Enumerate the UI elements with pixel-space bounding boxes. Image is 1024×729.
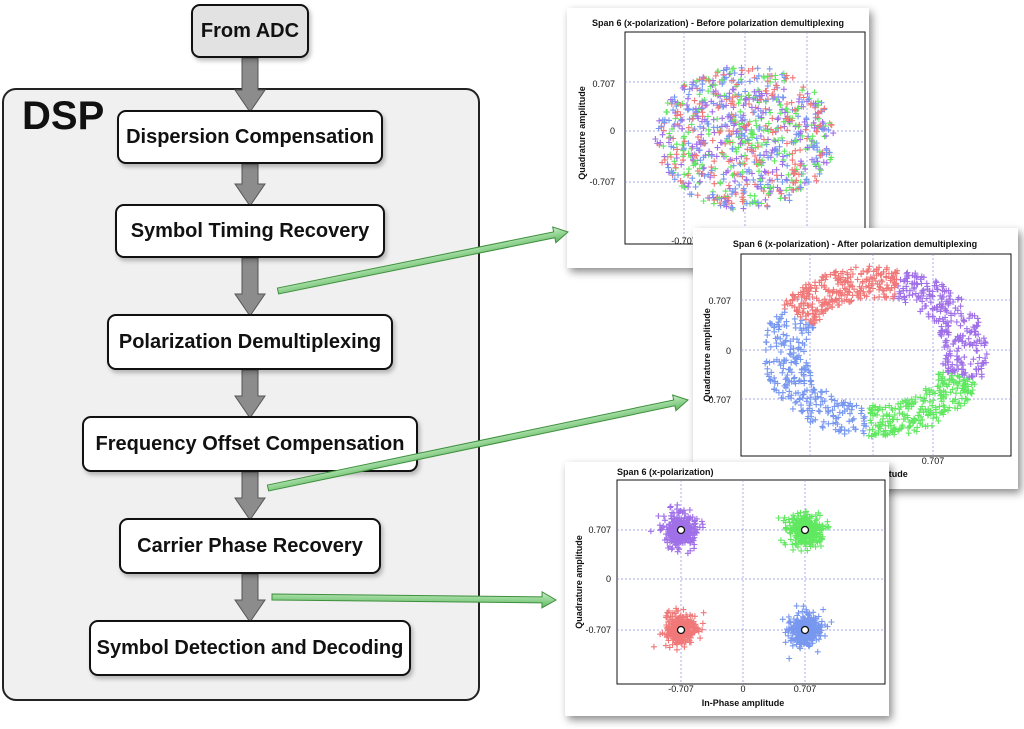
plot-final-points	[647, 501, 835, 662]
plot-before-ytick-neg: -0.707	[589, 177, 615, 187]
plot-after-card: Span 6 (x-polarization) - After polariza…	[693, 228, 1018, 489]
plot-final-xlabel: In-Phase amplitude	[702, 698, 785, 708]
plot-after-ytick-zero: 0	[726, 346, 731, 356]
plot-final-xtick-zero: 0	[740, 684, 745, 694]
plot-after-xlabel-partial: itude	[886, 469, 908, 479]
plot-final-axes	[616, 479, 886, 685]
plot-final-title: Span 6 (x-polarization)	[617, 467, 714, 477]
flow-arrow-2	[234, 163, 266, 207]
plot-before-ytick-zero: 0	[610, 126, 615, 136]
step-symbol-detection-decoding: Symbol Detection and Decoding	[89, 620, 411, 676]
flow-arrow-5	[234, 471, 266, 521]
plot-after-ylabel: Quadrature amplitude	[702, 308, 712, 402]
plot-after-points	[762, 263, 990, 440]
plot-after-ytick-pos: 0.707	[708, 296, 731, 306]
plot-final-card: Span 6 (x-polarization) 0.707 0 -0.707 -…	[565, 462, 889, 716]
plot-after-ytick-neg: -0.707	[705, 395, 731, 405]
plot-after-svg: Span 6 (x-polarization) - After polariza…	[702, 239, 1012, 479]
dsp-title: DSP	[22, 94, 105, 138]
plot-final-svg: Span 6 (x-polarization) 0.707 0 -0.707 -…	[574, 467, 886, 708]
plot-before-card: Span 6 (x-polarization) - Before polariz…	[567, 8, 869, 268]
from-adc-box: From ADC	[191, 4, 309, 58]
plot-final-ylabel: Quadrature amplitude	[574, 535, 584, 629]
plot-final-ytick-neg: -0.707	[585, 625, 611, 635]
step-carrier-phase-recovery: Carrier Phase Recovery	[119, 518, 381, 574]
plot-before-points	[652, 64, 837, 213]
plot-after-title: Span 6 (x-polarization) - After polariza…	[733, 239, 977, 249]
flow-arrow-4	[234, 369, 266, 419]
step-polarization-demultiplexing: Polarization Demultiplexing	[107, 314, 393, 370]
flow-arrow-3	[234, 257, 266, 317]
plot-before-ytick-pos: 0.707	[592, 79, 615, 89]
plot-final-xtick-neg: -0.707	[668, 684, 694, 694]
step-dispersion-compensation: Dispersion Compensation	[117, 110, 383, 164]
plot-before-ylabel: Quadrature amplitude	[577, 86, 587, 180]
plot-after-xtick-pos: 0.707	[922, 456, 945, 466]
flow-arrow-6	[234, 573, 266, 623]
plot-before-title: Span 6 (x-polarization) - Before polariz…	[592, 18, 844, 28]
flow-arrow-1	[234, 57, 266, 113]
plot-final-ytick-zero: 0	[606, 574, 611, 584]
plot-before-svg: Span 6 (x-polarization) - Before polariz…	[577, 18, 866, 246]
step-frequency-offset-compensation: Frequency Offset Compensation	[82, 416, 418, 472]
step-symbol-timing-recovery: Symbol Timing Recovery	[115, 204, 385, 258]
plot-final-ytick-pos: 0.707	[588, 525, 611, 535]
plot-final-xtick-pos: 0.707	[794, 684, 817, 694]
plot-before-xtick-neg: -0.707	[671, 236, 697, 246]
